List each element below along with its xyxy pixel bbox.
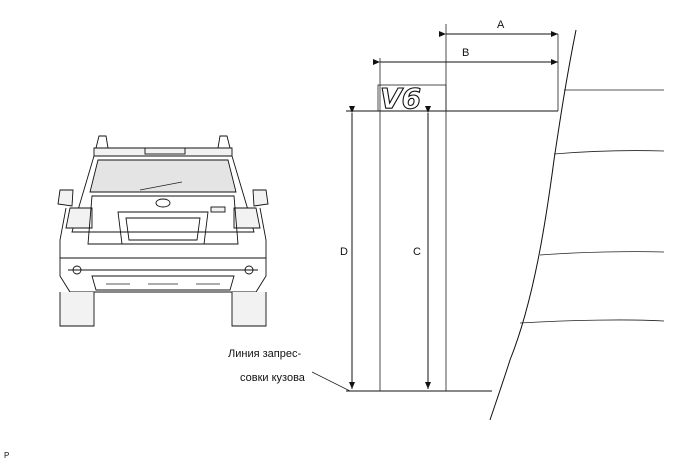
vehicle-rear-view (57, 135, 269, 327)
reference-note-line-2: совки кузова (240, 372, 306, 384)
page-code: P (4, 451, 9, 460)
dimension-label-b: B (462, 47, 469, 59)
body-panel-edge (489, 29, 665, 421)
reference-note-line-1: Линия запрес- (228, 348, 301, 360)
v6-emblem-text: V6 (380, 82, 421, 115)
reference-line-note: Линия запрес- совки кузова (228, 348, 351, 392)
dimension-label-d: D (340, 246, 348, 258)
dimension-label-c: C (413, 246, 421, 258)
dimension-label-a: A (497, 19, 505, 31)
v6-emblem: V6 (377, 81, 447, 116)
dimension-lines (346, 24, 559, 392)
